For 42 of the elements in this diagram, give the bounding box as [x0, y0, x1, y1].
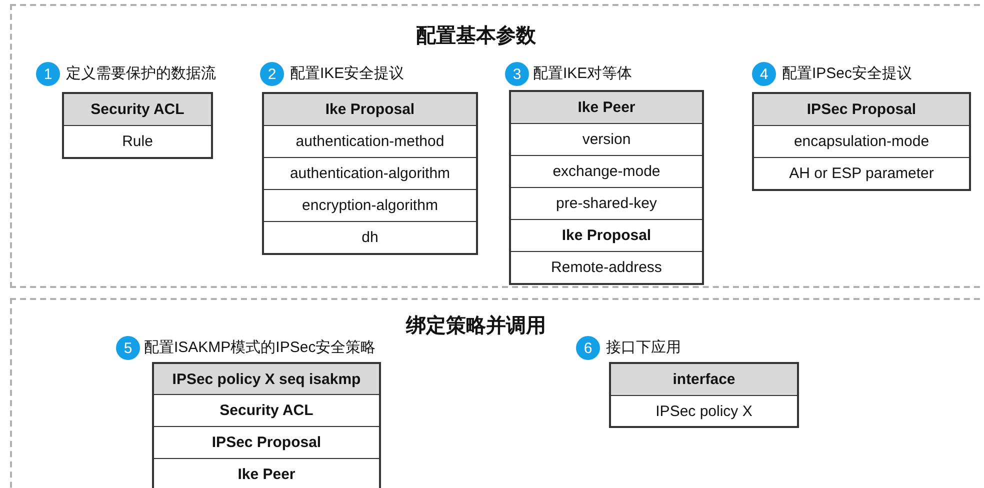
step-heading: 接口下应用 — [606, 338, 681, 358]
table-cell: Rule — [64, 125, 211, 157]
table-cell: Ike Peer — [154, 458, 379, 488]
table-cell: Ike Proposal — [511, 219, 702, 251]
table-cell: AH or ESP parameter — [754, 157, 969, 189]
table-cell: pre-shared-key — [511, 187, 702, 219]
step-heading: 配置IKE安全提议 — [290, 64, 404, 84]
table-cell: authentication-algorithm — [264, 157, 476, 189]
table-cell: authentication-method — [264, 125, 476, 157]
step-number-badge: 1 — [36, 62, 60, 86]
table-header-cell: IPSec Proposal — [754, 94, 969, 125]
table-header-cell: interface — [611, 364, 797, 395]
table-cell: dh — [264, 221, 476, 253]
step-number-badge: 6 — [576, 336, 600, 360]
step-heading: 配置ISAKMP模式的IPSec安全策略 — [144, 338, 376, 358]
table-cell: exchange-mode — [511, 155, 702, 187]
data-table — [62, 92, 213, 159]
table-cell: version — [511, 123, 702, 155]
data-table — [262, 92, 478, 255]
step-number-badge: 4 — [752, 62, 776, 86]
step-number-badge: 2 — [260, 62, 284, 86]
table-header-cell: Security ACL — [64, 94, 211, 125]
data-table — [509, 90, 704, 285]
table-header-cell: Ike Peer — [511, 92, 702, 123]
step-number-badge: 3 — [505, 62, 529, 86]
table-cell: Remote-address — [511, 251, 702, 283]
table-cell: encapsulation-mode — [754, 125, 969, 157]
step-heading: 配置IKE对等体 — [533, 64, 632, 84]
data-table — [609, 362, 799, 428]
panel-title: 绑定策略并调用 — [406, 314, 546, 339]
step-heading: 配置IPSec安全提议 — [782, 64, 912, 84]
panel-title: 配置基本参数 — [416, 24, 536, 49]
step-heading: 定义需要保护的数据流 — [66, 64, 216, 84]
data-table — [752, 92, 971, 191]
table-cell: Security ACL — [154, 394, 379, 426]
table-header-cell: Ike Proposal — [264, 94, 476, 125]
table-header-cell: IPSec policy X seq isakmp — [154, 364, 379, 394]
data-table — [152, 362, 381, 488]
step-number-badge: 5 — [116, 336, 140, 360]
table-cell: IPSec policy X — [611, 395, 797, 426]
table-cell: IPSec Proposal — [154, 426, 379, 458]
table-cell: encryption-algorithm — [264, 189, 476, 221]
